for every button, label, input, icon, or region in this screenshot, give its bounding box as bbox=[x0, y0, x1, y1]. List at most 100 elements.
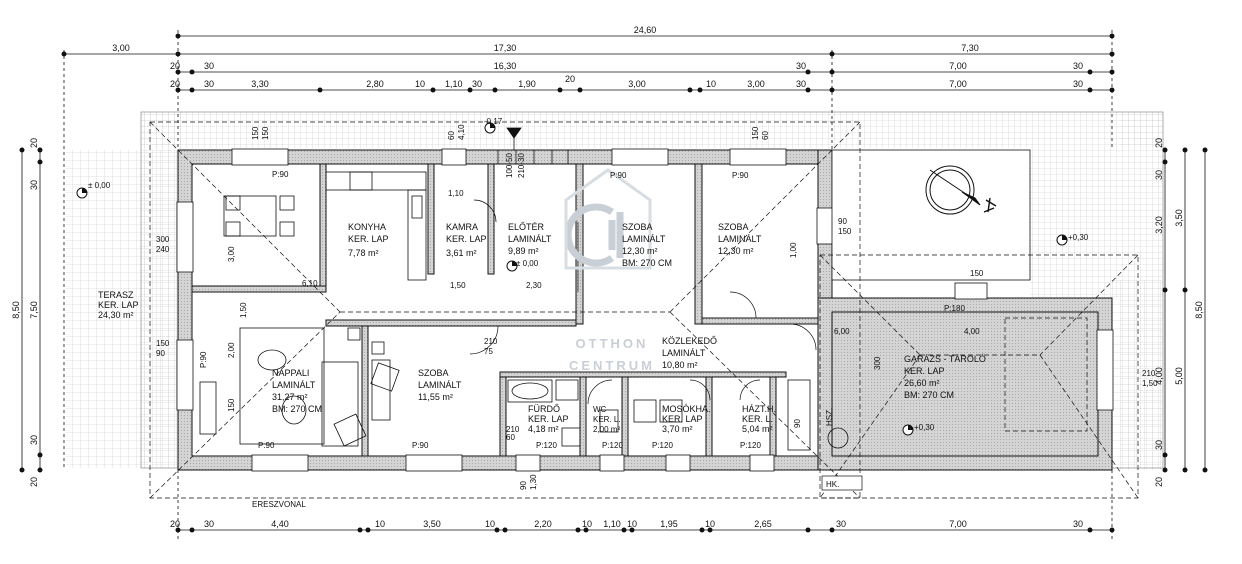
compass-icon bbox=[925, 165, 997, 215]
dim-label: 210 bbox=[484, 337, 498, 346]
dim-label: 1,00 bbox=[789, 242, 798, 258]
inner-dimensions: 300 240 3,00 6,10 1,50 1,50 2,30 1,10 10… bbox=[156, 124, 1158, 490]
dashed-guides bbox=[149, 121, 1139, 499]
room-area: 7,78 m² bbox=[348, 248, 379, 258]
room-floor: KER. LAP bbox=[904, 366, 945, 376]
room-name: HÁZT.H. bbox=[742, 404, 776, 414]
dim-label: 30 bbox=[796, 79, 806, 89]
dim-label: 90 bbox=[156, 349, 165, 358]
parapet-label: P:120 bbox=[602, 441, 623, 450]
dim-label: 4,10 bbox=[457, 124, 466, 140]
parapet-label: P:120 bbox=[536, 441, 557, 450]
parapet-label: P:90 bbox=[610, 171, 627, 180]
room-height: BM: 270 CM bbox=[272, 404, 322, 414]
dim-label: 20 bbox=[170, 61, 180, 71]
dim-label: 2,80 bbox=[366, 79, 384, 89]
room-floor: LAMINÁLT bbox=[418, 380, 462, 390]
room-floor: LAMINÁLT bbox=[272, 380, 316, 390]
room-area: 11,55 m² bbox=[418, 392, 453, 402]
terrace-area bbox=[66, 150, 178, 468]
dim-label: 6,10 bbox=[302, 279, 318, 288]
dim-label: 150 bbox=[251, 126, 260, 140]
room-area: 5,04 m² bbox=[742, 424, 773, 434]
dim-label: 20 bbox=[29, 138, 39, 148]
dim-label: 2,20 bbox=[534, 519, 552, 529]
dim-label: 10 bbox=[582, 519, 592, 529]
dimension-ticks bbox=[19, 33, 1208, 533]
coffee-table bbox=[239, 327, 325, 445]
room-area: 2,00 m² bbox=[593, 425, 620, 434]
dim-label: 30 bbox=[29, 435, 39, 445]
parapet-label: P:90 bbox=[732, 171, 749, 180]
room-floor: KER. LAP bbox=[446, 234, 487, 244]
dim-label: 30 bbox=[472, 79, 482, 89]
dim-label: 90 bbox=[838, 217, 847, 226]
dim-label: 150 bbox=[227, 398, 236, 412]
dim-label: 10 bbox=[415, 79, 425, 89]
dim-label: 8,50 bbox=[1194, 301, 1204, 319]
otthon-centrum-logo: OTTHON CENTRUM bbox=[564, 168, 652, 373]
sofa bbox=[321, 361, 359, 447]
dim-label: 3,00 bbox=[112, 43, 130, 53]
parapet-label: P:90 bbox=[258, 441, 275, 450]
dim-label: 30 bbox=[796, 61, 806, 71]
elevation-label: -0,17 bbox=[484, 117, 503, 126]
dim-label: 30 bbox=[204, 79, 214, 89]
dim-label: 10 bbox=[375, 519, 385, 529]
dim-label: 4,00 bbox=[1154, 367, 1164, 385]
dim-label: 7,50 bbox=[29, 301, 39, 319]
dim-label: 3,20 bbox=[1154, 216, 1164, 234]
dim-label: 30 bbox=[836, 519, 846, 529]
dim-label: 75 bbox=[484, 347, 493, 356]
room-floor: LAMINÁLT bbox=[662, 348, 706, 358]
room-name: WC bbox=[593, 405, 607, 414]
dim-label: 7,00 bbox=[949, 519, 967, 529]
hsz-label: HSZ. bbox=[825, 408, 834, 426]
dim-label: 90 bbox=[519, 481, 528, 490]
parapet-label: P:120 bbox=[740, 441, 761, 450]
furniture bbox=[199, 171, 849, 451]
dim-label: 1,50 bbox=[450, 281, 466, 290]
dim-label: 17,30 bbox=[494, 43, 517, 53]
dim-label: 1,50 bbox=[1142, 379, 1158, 388]
room-floor: KER. LAP bbox=[528, 414, 569, 424]
room-area: 12,30 m² bbox=[622, 246, 658, 256]
open-yard bbox=[831, 149, 1031, 281]
room-area: 9,89 m² bbox=[508, 246, 539, 256]
dim-label: 16,30 bbox=[494, 61, 517, 71]
dim-label: 30 bbox=[1154, 170, 1164, 180]
dim-label: 150 bbox=[751, 126, 760, 140]
room-area: 10,80 m² bbox=[662, 360, 698, 370]
dim-label: 2,30 bbox=[526, 281, 542, 290]
room-area: 3,70 m² bbox=[662, 424, 693, 434]
dim-label: 30 bbox=[204, 61, 214, 71]
dining-table bbox=[223, 195, 277, 237]
level-marker-icons bbox=[76, 122, 1068, 436]
dim-label: 30 bbox=[1154, 440, 1164, 450]
dim-label: 7,00 bbox=[949, 61, 967, 71]
parapet-label: P:120 bbox=[652, 441, 673, 450]
room-floor: LAMINÁLT bbox=[508, 234, 552, 244]
dim-label: 4,40 bbox=[271, 519, 289, 529]
dim-label: 150 bbox=[156, 339, 170, 348]
room-area: 12,30 m² bbox=[718, 246, 754, 256]
room-name: ELŐTÉR bbox=[508, 222, 545, 232]
dim-label: 1,10 bbox=[445, 79, 463, 89]
room-name: KONYHA bbox=[348, 222, 386, 232]
room-labels: TERASZ KER. LAP 24,30 m² KONYHA KER. LAP… bbox=[98, 222, 986, 434]
dim-label: 6,00 bbox=[834, 327, 850, 336]
dim-label: 240 bbox=[156, 245, 170, 254]
dim-label: 30 bbox=[1073, 79, 1083, 89]
plan-markers: P:90 P:90 P:90 P:90 P:90 P:120 P:120 P:1… bbox=[88, 117, 1089, 509]
elevation-label: +0,30 bbox=[1068, 233, 1089, 242]
room-name: KÖZLEKEDŐ bbox=[662, 336, 717, 346]
room-floor: KER. L. bbox=[742, 414, 773, 424]
dim-label: 3,00 bbox=[747, 79, 765, 89]
dim-label: 3,30 bbox=[251, 79, 269, 89]
dim-label: 3,50 bbox=[1174, 209, 1184, 227]
elevation-label: +0,30 bbox=[914, 423, 935, 432]
dim-label: 210-30 bbox=[517, 153, 526, 178]
dim-label: 60 bbox=[761, 131, 770, 140]
room-height: BM: 270 CM bbox=[904, 390, 954, 400]
dim-label: 5,00 bbox=[1174, 367, 1184, 385]
